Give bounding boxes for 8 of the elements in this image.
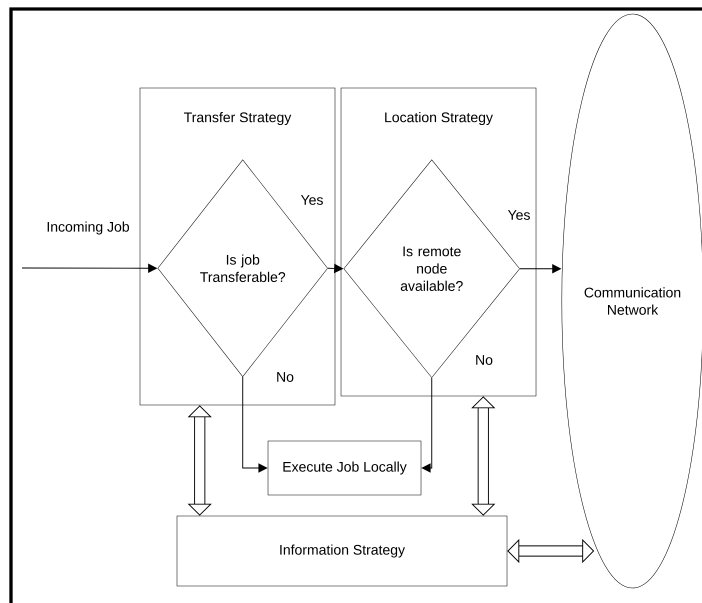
edge-label: Yes [299,194,325,206]
edge-label: No [474,354,494,366]
double-arrow [188,405,212,516]
double-arrow [507,538,594,564]
process-box: Execute Job Locally [268,440,422,496]
edge-label: Incoming Job [45,220,131,236]
double-arrow [471,396,496,516]
process-box: Information Strategy [176,516,508,586]
